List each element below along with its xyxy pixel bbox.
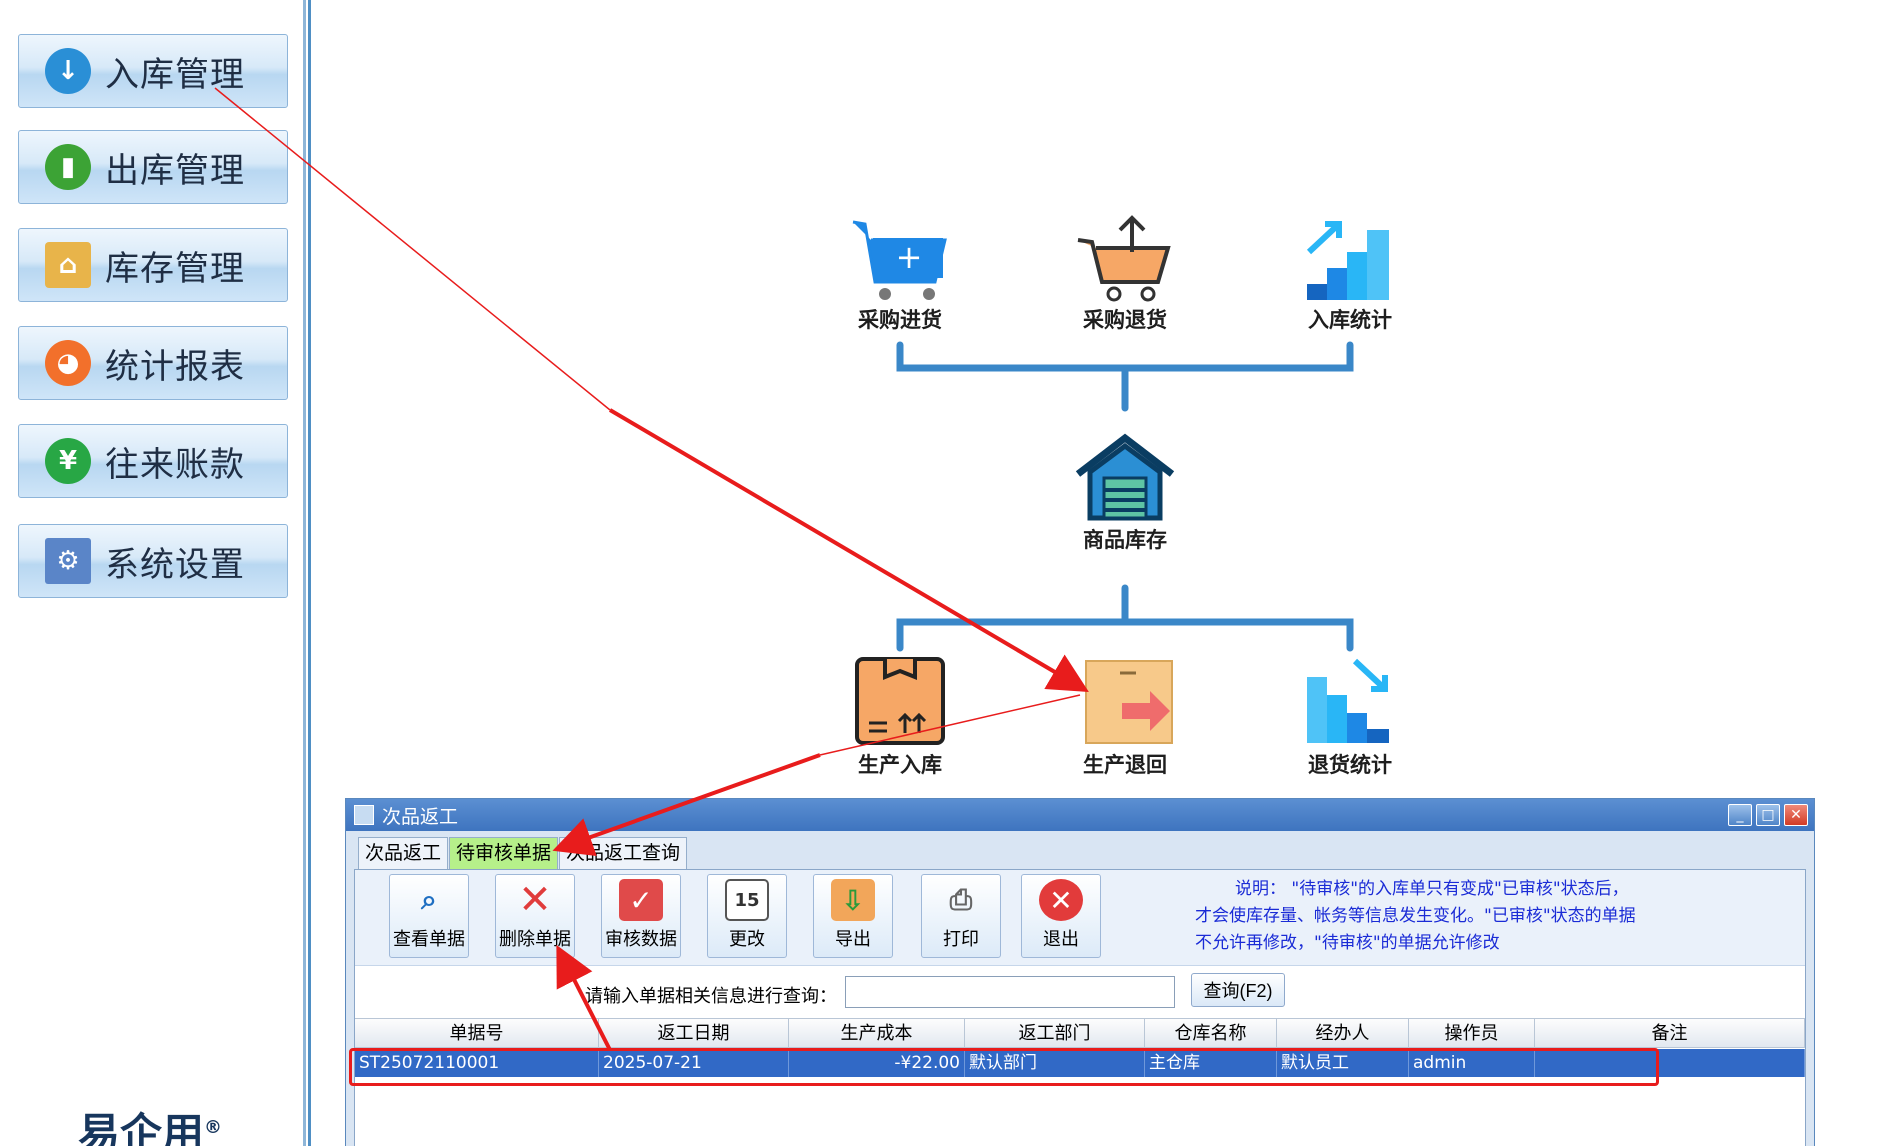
cart-return-icon <box>1077 215 1171 302</box>
tab-rework-query[interactable]: 次品返工查询 <box>559 837 688 869</box>
column-header[interactable]: 返工日期 <box>599 1019 789 1047</box>
cell-department: 默认部门 <box>965 1049 1145 1077</box>
row-highlight-box <box>349 1048 1659 1086</box>
box-return-icon <box>1085 660 1173 744</box>
audit-data-button[interactable]: ✓ 审核数据 <box>601 874 681 958</box>
column-header[interactable]: 经办人 <box>1277 1019 1409 1047</box>
column-header[interactable]: 返工部门 <box>965 1019 1145 1047</box>
dialog-title: 次品返工 <box>382 805 459 828</box>
tab-pending-review[interactable]: 待审核单据 <box>449 837 559 869</box>
warehouse-icon <box>1075 433 1175 521</box>
printer-icon: ⎙ <box>949 883 973 916</box>
arrow-down-icon: ↓ <box>45 48 91 94</box>
growth-chart-icon <box>1306 221 1389 300</box>
exit-label: 退出 <box>1043 929 1079 950</box>
print-button[interactable]: ⎙ 打印 <box>921 874 1001 958</box>
dialog-titlebar[interactable]: 次品返工 _ □ ✕ <box>346 799 1814 831</box>
cell-warehouse: 主仓库 <box>1145 1049 1277 1077</box>
flow-purchase-in[interactable]: + 采购进货 <box>830 212 970 334</box>
column-header[interactable]: 操作员 <box>1409 1019 1535 1047</box>
sidebar-item-settings[interactable]: ⚙ 系统设置 <box>18 524 288 598</box>
box-icon <box>855 657 945 745</box>
cell-remark <box>1535 1049 1805 1077</box>
tab-rework[interactable]: 次品返工 <box>358 837 449 869</box>
column-header[interactable]: 生产成本 <box>789 1019 965 1047</box>
close-icon[interactable]: ✕ <box>1784 804 1808 826</box>
minimize-icon[interactable]: _ <box>1728 804 1752 826</box>
export-label: 导出 <box>835 929 871 950</box>
checkmark-icon: ✓ <box>619 879 663 921</box>
sidebar-item-inbound[interactable]: ↓ 入库管理 <box>18 34 288 108</box>
bar-chart-icon: ▮ <box>45 144 91 190</box>
export-button[interactable]: ⇩ 导出 <box>813 874 893 958</box>
app-icon <box>354 805 374 825</box>
flow-purchase-return[interactable]: 采购退货 <box>1055 212 1195 334</box>
warehouse-icon: ⌂ <box>45 242 91 288</box>
flow-label: 入库统计 <box>1308 308 1392 332</box>
search-button[interactable]: 查询(F2) <box>1191 973 1285 1007</box>
magnifier-icon: ⌕ <box>421 883 437 916</box>
svg-text:+: + <box>896 238 923 276</box>
view-document-button[interactable]: ⌕ 查看单据 <box>389 874 469 958</box>
flow-label: 采购退货 <box>1083 308 1167 332</box>
exit-icon: ✕ <box>1039 879 1083 921</box>
exit-button[interactable]: ✕ 退出 <box>1021 874 1101 958</box>
print-label: 打印 <box>943 929 979 950</box>
search-input[interactable] <box>845 976 1175 1008</box>
flow-label: 采购进货 <box>858 308 942 332</box>
tab-strip: 次品返工 待审核单据 次品返工查询 <box>358 837 688 869</box>
flow-inbound-stats[interactable]: 入库统计 <box>1280 212 1420 334</box>
delete-document-label: 删除单据 <box>499 929 571 950</box>
decline-chart-icon <box>1307 658 1389 743</box>
note-line: 不允许再修改，"待审核"的单据允许修改 <box>1195 933 1500 953</box>
calendar-edit-icon: 15 <box>725 879 769 921</box>
cart-add-icon: + <box>852 220 947 300</box>
brand-text: 易企用 <box>78 1109 205 1146</box>
gear-icon: ⚙ <box>45 538 91 584</box>
delete-document-button[interactable]: ✕ 删除单据 <box>495 874 575 958</box>
pie-chart-icon: ◕ <box>45 340 91 386</box>
maximize-icon[interactable]: □ <box>1756 804 1780 826</box>
cell-operator: admin <box>1409 1049 1535 1077</box>
flow-label: 退货统计 <box>1308 753 1392 777</box>
search-row: 请输入单据相关信息进行查询： 查询(F2) <box>355 970 1805 1014</box>
search-label: 请输入单据相关信息进行查询： <box>585 986 837 1007</box>
cell-cost: -¥22.00 <box>789 1049 965 1077</box>
tab-panel: ⌕ 查看单据 ✕ 删除单据 ✓ 审核数据 15 更改 ⇩ 导出 <box>354 869 1806 1146</box>
column-header[interactable]: 备注 <box>1535 1019 1805 1047</box>
export-icon: ⇩ <box>831 879 875 921</box>
dialog-window: 次品返工 _ □ ✕ 次品返工 待审核单据 次品返工查询 ⌕ 查看单据 ✕ 删除… <box>345 798 1815 1146</box>
audit-data-label: 审核数据 <box>605 929 677 950</box>
column-header[interactable]: 单据号 <box>355 1019 599 1047</box>
flow-label: 生产入库 <box>858 753 942 777</box>
view-document-label: 查看单据 <box>393 929 465 950</box>
edit-button[interactable]: 15 更改 <box>707 874 787 958</box>
flow-production-return[interactable]: 生产退回 <box>1055 655 1195 779</box>
yen-icon: ¥ <box>45 438 91 484</box>
sidebar-item-label: 往来账款 <box>105 444 245 485</box>
table-row[interactable]: ST25072110001 2025-07-21 -¥22.00 默认部门 主仓… <box>355 1049 1805 1077</box>
flow-return-stats[interactable]: 退货统计 <box>1280 655 1420 779</box>
grid-header: 单据号 返工日期 生产成本 返工部门 仓库名称 经办人 操作员 备注 <box>355 1018 1805 1048</box>
delete-x-icon: ✕ <box>518 877 552 923</box>
cell-date: 2025-07-21 <box>599 1049 789 1077</box>
sidebar-item-label: 系统设置 <box>105 544 245 585</box>
note-line: 说明： "待审核"的入库单只有变成"已审核"状态后， <box>1235 879 1629 899</box>
flow-label: 商品库存 <box>1083 528 1167 552</box>
cell-doc-no: ST25072110001 <box>355 1049 599 1077</box>
brand-logo: 易企用® <box>78 1100 222 1146</box>
column-header[interactable]: 仓库名称 <box>1145 1019 1277 1047</box>
toolbar: ⌕ 查看单据 ✕ 删除单据 ✓ 审核数据 15 更改 ⇩ 导出 <box>355 870 1805 966</box>
note-line: 才会使库存量、帐务等信息发生变化。"已审核"状态的单据 <box>1195 906 1636 926</box>
instruction-note: 说明： "待审核"的入库单只有变成"已审核"状态后， 才会使库存量、帐务等信息发… <box>1195 876 1775 957</box>
flow-product-stock[interactable]: 商品库存 <box>1055 432 1195 554</box>
flow-label: 生产退回 <box>1083 753 1167 777</box>
flow-production-in[interactable]: 生产入库 <box>830 655 970 779</box>
edit-label: 更改 <box>729 929 765 950</box>
cell-handler: 默认员工 <box>1277 1049 1409 1077</box>
sidebar-item-accounts[interactable]: ¥ 往来账款 <box>18 424 288 498</box>
